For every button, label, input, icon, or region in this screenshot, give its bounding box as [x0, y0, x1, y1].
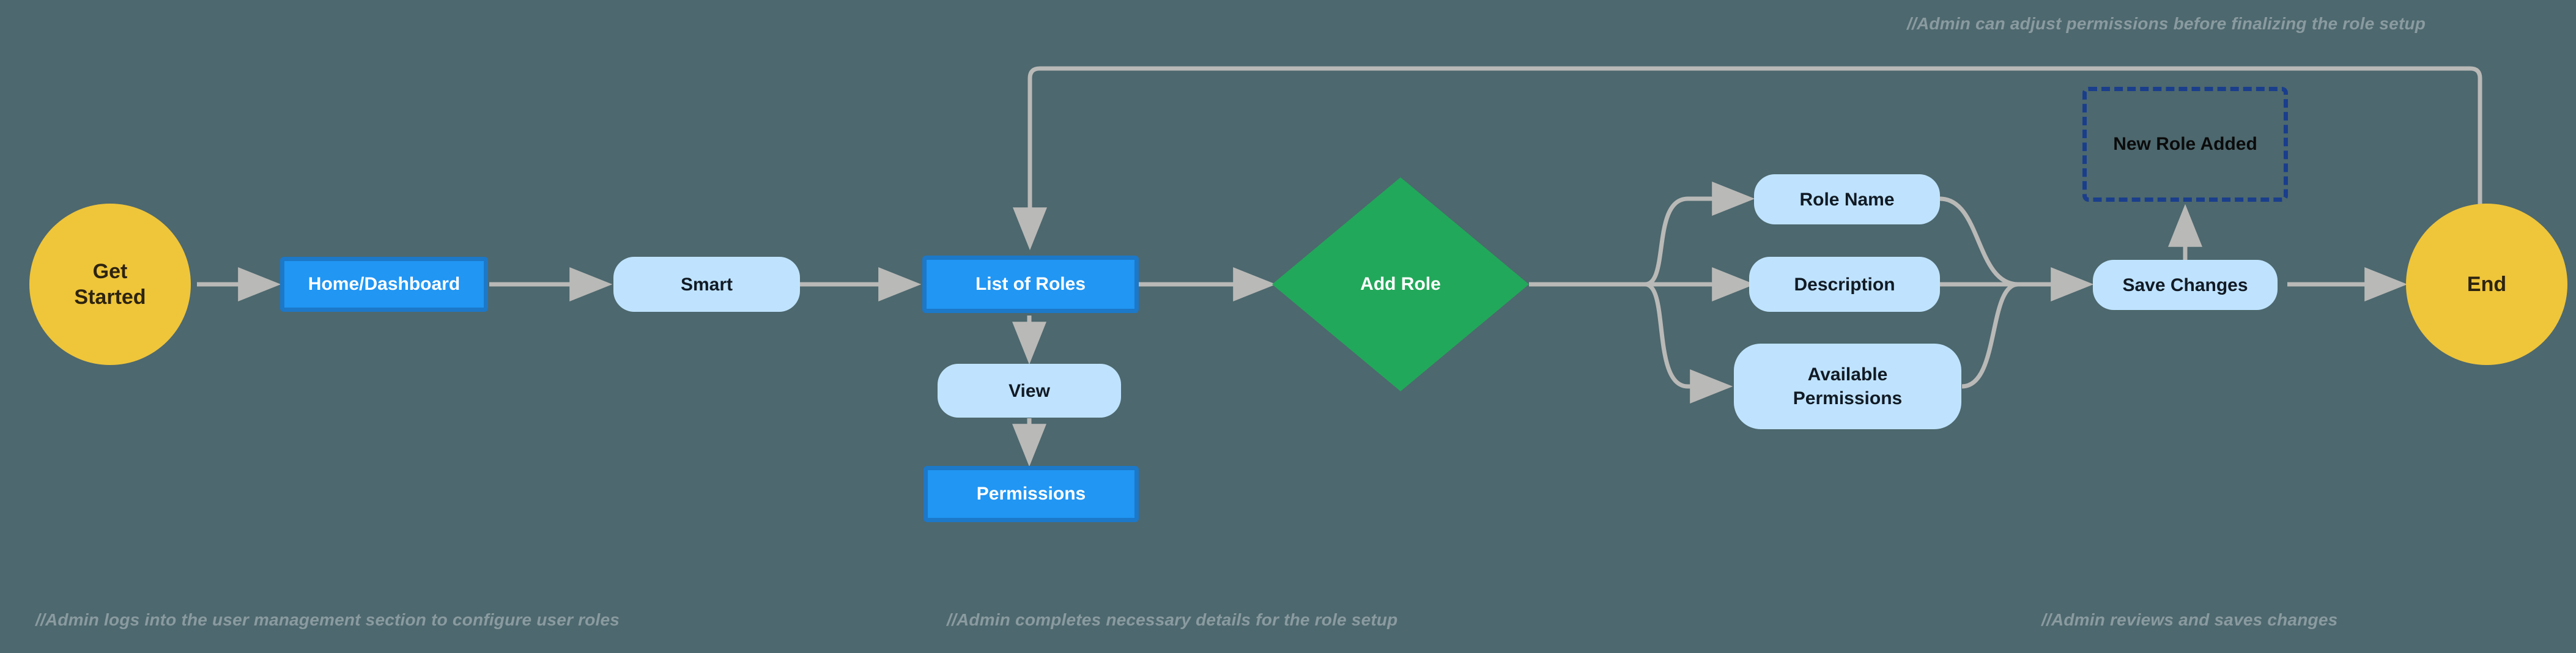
node-home-dashboard[interactable]: Home/Dashboard — [280, 257, 488, 312]
node-get-started[interactable]: Get Started — [29, 204, 191, 365]
node-view[interactable]: View — [938, 364, 1121, 418]
edge-add-role-to-available-permissions — [1529, 282, 1733, 404]
comment-top-right: //Admin can adjust permissions before fi… — [1907, 14, 2426, 33]
node-view-label: View — [1009, 380, 1050, 401]
node-get-started-label: Get Started — [74, 259, 146, 309]
node-permissions-label: Permissions — [976, 484, 1086, 504]
edge-available-permissions-to-save — [1961, 282, 2019, 389]
node-home-dashboard-label: Home/Dashboard — [308, 274, 461, 294]
comment-bottom-center: //Admin completes necessary details for … — [947, 610, 1398, 629]
node-role-name[interactable]: Role Name — [1754, 174, 1940, 224]
node-list-of-roles[interactable]: List of Roles — [922, 256, 1139, 313]
node-list-of-roles-label: List of Roles — [975, 274, 1086, 294]
node-save-changes-label: Save Changes — [2122, 275, 2248, 295]
node-end-label: End — [2467, 272, 2507, 296]
node-description[interactable]: Description — [1749, 257, 1940, 312]
node-available-permissions[interactable]: Available Permissions — [1734, 344, 1961, 429]
edge-feedback-loop — [1013, 66, 2482, 251]
node-role-name-label: Role Name — [1799, 189, 1895, 210]
edge-role-name-to-save — [1939, 196, 2019, 287]
comment-bottom-left: //Admin logs into the user management se… — [35, 610, 620, 629]
node-description-label: Description — [1794, 274, 1895, 295]
edge-add-role-to-role-name — [1529, 182, 1755, 287]
node-end[interactable]: End — [2406, 204, 2567, 365]
node-new-role-added[interactable]: New Role Added — [2082, 87, 2288, 202]
node-smart-label: Smart — [680, 274, 733, 295]
node-new-role-added-label: New Role Added — [2113, 134, 2257, 154]
node-add-role-label: Add Role — [1360, 274, 1441, 294]
node-smart[interactable]: Smart — [613, 257, 800, 312]
node-save-changes[interactable]: Save Changes — [2093, 260, 2278, 310]
node-permissions[interactable]: Permissions — [923, 466, 1139, 522]
comment-bottom-right: //Admin reviews and saves changes — [2041, 610, 2338, 629]
node-available-permissions-label: Available Permissions — [1793, 364, 1903, 408]
